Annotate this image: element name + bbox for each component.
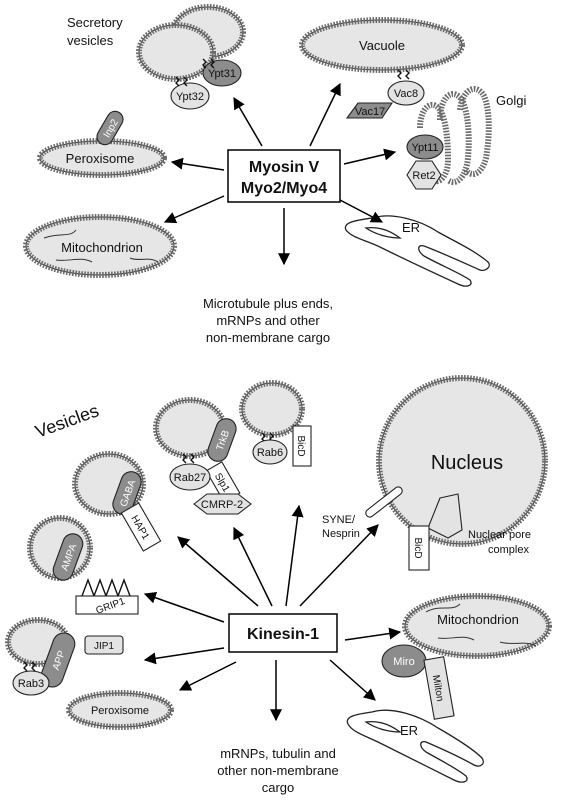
kinesin-other-cargo-3: cargo	[262, 780, 295, 795]
bicd-protein: BicD	[292, 425, 312, 467]
npc-label-2: complex	[488, 544, 529, 556]
ypt32-protein: Ypt32	[170, 82, 210, 110]
svg-text:Milton: Milton	[430, 674, 445, 702]
ret2-protein: Ret2	[406, 160, 442, 190]
svg-text:Miro: Miro	[393, 656, 414, 668]
myosin-other-cargo-1: Microtubule plus ends,	[203, 296, 333, 311]
myosin-other-cargo-2: mRNPs and other	[216, 313, 320, 328]
slp1-protein: Slp1	[205, 461, 241, 503]
kinesin-other-cargo-1: mRNPs, tubulin and	[220, 746, 336, 761]
peroxisome-organelle-2: Peroxisome	[66, 690, 174, 730]
lipid-anchor-icon	[175, 76, 188, 87]
rab3-protein: Rab3	[12, 670, 50, 696]
peroxisome-label-2: Peroxisome	[91, 705, 149, 717]
syne-label-1: SYNE/	[322, 514, 356, 526]
svg-text:Vac8: Vac8	[394, 88, 418, 100]
mitochondrion-label: Mitochondrion	[61, 240, 143, 255]
nucleus-organelle: Nucleus	[376, 375, 548, 547]
trkb-receptor: TrkB	[207, 418, 237, 462]
hap1-protein: HAP1	[120, 502, 162, 552]
bicd-protein-2: BicD	[408, 525, 430, 571]
peroxisome-organelle: Peroxisome	[37, 138, 167, 178]
golgi-label: Golgi	[496, 93, 526, 108]
secretory-vesicles	[136, 4, 246, 82]
cmrp2-protein: CMRP-2	[193, 493, 252, 515]
jip1-protein: JIP1	[84, 635, 124, 655]
vacuole-label: Vacuole	[359, 38, 405, 53]
svg-text:Ypt32: Ypt32	[176, 91, 204, 103]
svg-text:Vac17: Vac17	[355, 106, 385, 118]
lipid-anchor-icon	[182, 453, 195, 464]
vacuole-organelle: Vacuole	[299, 17, 465, 73]
nuclear-pore-complex	[427, 493, 463, 539]
myosin-arrows	[163, 82, 397, 266]
er-label-2: ER	[400, 723, 418, 738]
milton-protein: Milton	[423, 656, 455, 720]
svg-text:CMRP-2: CMRP-2	[201, 499, 243, 511]
myosin-v-motor-box: Myosin V Myo2/Myo4	[227, 149, 341, 203]
lipid-anchor-icon	[202, 58, 215, 69]
svg-text:Rab6: Rab6	[257, 447, 283, 459]
kinesin-1-motor-box: Kinesin-1	[228, 613, 338, 653]
kinesin-arrows	[143, 504, 402, 722]
svg-text:Rab27: Rab27	[174, 472, 206, 484]
ampa-receptor: AMPA	[52, 533, 84, 581]
grip1-coil-icon	[81, 578, 131, 598]
secretory-label-2: vesicles	[67, 33, 114, 48]
svg-text:JIP1: JIP1	[94, 641, 114, 652]
syne-label-2: Nesprin	[322, 528, 360, 540]
svg-text:Myosin V: Myosin V	[249, 159, 320, 176]
syne-nesprin-protein	[365, 486, 403, 518]
svg-text:Ret2: Ret2	[412, 170, 435, 182]
lipid-anchor-icon	[23, 661, 36, 672]
grip1-protein: GRIP1	[75, 595, 139, 617]
svg-text:Rab3: Rab3	[18, 678, 44, 690]
rab27-protein: Rab27	[169, 463, 211, 491]
mitochondrion-label-2: Mitochondrion	[437, 612, 519, 627]
svg-text:Myo2/Myo4: Myo2/Myo4	[241, 180, 327, 197]
svg-text:Ypt31: Ypt31	[208, 68, 236, 80]
myosin-other-cargo-3: non-membrane cargo	[206, 330, 330, 345]
peroxisome-label: Peroxisome	[66, 151, 135, 166]
npc-label-1: Nuclear pore	[468, 529, 531, 541]
svg-text:Kinesin-1: Kinesin-1	[247, 626, 319, 643]
vac8-protein: Vac8	[387, 80, 425, 106]
rab6-protein: Rab6	[252, 439, 288, 465]
svg-text:BicD: BicD	[295, 435, 306, 456]
gaba-receptor: GABA	[112, 471, 142, 515]
ypt31-protein: Ypt31	[202, 59, 242, 87]
nucleus-label: Nucleus	[431, 452, 503, 474]
golgi-organelle	[417, 86, 492, 185]
er-organelle-2	[346, 709, 484, 783]
miro-protein: Miro	[381, 644, 427, 678]
mitochondrion-organelle-2: Mitochondrion	[402, 593, 552, 659]
vesicles-label: Vesicles	[33, 400, 102, 441]
svg-text:Ypt11: Ypt11	[411, 142, 438, 154]
mitochondrion-organelle: Mitochondrion	[23, 214, 177, 278]
er-label: ER	[402, 220, 420, 235]
kinesin-other-cargo-2: other non-membrane	[217, 763, 338, 778]
vac17-protein: Vac17	[345, 102, 394, 119]
ypt11-protein: Ypt11	[406, 134, 444, 160]
lipid-anchor-icon	[397, 69, 410, 80]
secretory-label-1: Secretory	[67, 15, 123, 30]
er-organelle	[344, 215, 490, 287]
svg-text:BicD: BicD	[412, 537, 423, 558]
